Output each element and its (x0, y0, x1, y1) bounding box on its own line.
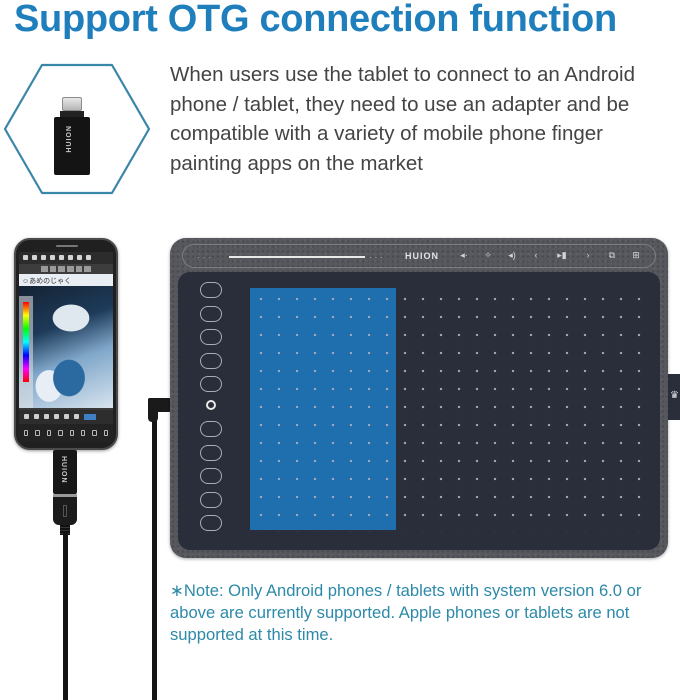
grid-icon[interactable]: ⊞ (632, 250, 640, 260)
otg-adapter-connected: HUION (52, 450, 78, 535)
usb-cable-tablet (152, 410, 157, 700)
transform-icon (74, 414, 79, 419)
tablet-top-control-bar: ··· ··· HUION ◂· ✧ ◂) ‹ ▸▮ › ⧉ ⊞ (182, 244, 656, 268)
brush-icon (23, 255, 28, 260)
dot-grid-surface (250, 288, 650, 532)
lasso-icon (58, 430, 63, 436)
express-key-5[interactable] (200, 376, 222, 393)
page-title: Support OTG connection function (14, 0, 617, 40)
phone-speaker (56, 245, 78, 247)
tablet-brand-logo: HUION (405, 251, 439, 261)
tool-icon (49, 266, 57, 272)
fill-icon (59, 255, 64, 260)
express-keys (200, 282, 222, 539)
pencil-icon (54, 414, 59, 419)
express-key-8[interactable] (200, 468, 222, 485)
volume-down-icon[interactable]: ◂· (460, 250, 468, 260)
volume-up-icon[interactable]: ◂) (508, 250, 516, 260)
express-key-4[interactable] (200, 352, 222, 369)
usb-a-plug (53, 497, 77, 525)
otg-brand-label: HUION (60, 456, 67, 484)
tool-icon (41, 266, 48, 272)
compatibility-note: ∗Note: Only Android phones / tablets wit… (170, 581, 642, 644)
next-icon[interactable]: › (586, 250, 590, 260)
layers-icon (24, 430, 29, 436)
pen-icon (44, 414, 49, 419)
micro-usb-plug (62, 97, 82, 111)
painting-app-subtoolbar (19, 264, 113, 274)
tool-icon (67, 266, 74, 272)
blue-tab-icon (84, 414, 96, 420)
express-key-6[interactable] (200, 420, 222, 437)
redo-icon (34, 414, 39, 419)
anime-artwork-canvas (19, 286, 113, 408)
square-icon (46, 430, 52, 436)
dots-decoration: ··· (369, 253, 386, 262)
comment-icon (80, 430, 86, 436)
hexagon-outline-icon (3, 63, 151, 195)
indicator-light-icon (206, 399, 216, 410)
express-key-7[interactable] (200, 444, 222, 461)
description-text: When users use the tablet to connect to … (170, 63, 635, 175)
color-spectrum-slider (23, 302, 29, 382)
otg-adapter-icon: HUION (54, 97, 90, 177)
move-icon (50, 255, 55, 260)
brush-icon (69, 430, 74, 436)
menu-icon (86, 255, 91, 260)
tool-icon (84, 266, 92, 272)
layer-icon (77, 255, 82, 260)
painting-app-toolbar (19, 252, 113, 264)
adapter-neck (60, 111, 84, 117)
painting-app-nav-bar (19, 424, 113, 442)
tool-icon (58, 266, 66, 272)
undo-icon (24, 414, 29, 419)
express-key-10[interactable] (200, 515, 222, 532)
express-key-9[interactable] (200, 491, 222, 508)
usb-cable-phone (63, 532, 68, 700)
express-key-1[interactable] (200, 282, 222, 298)
express-key-3[interactable] (200, 329, 222, 346)
eraser-icon (32, 255, 37, 260)
adapter-hexagon-badge: HUION (2, 62, 152, 196)
eyedropper-icon (64, 414, 69, 419)
select-icon (41, 255, 46, 260)
huion-drawing-tablet: ··· ··· HUION ◂· ✧ ◂) ‹ ▸▮ › ⧉ ⊞ ♛ (170, 238, 680, 558)
otg-adapter-body: HUION (53, 450, 77, 494)
screen-switch-icon[interactable]: ⧉ (608, 250, 616, 260)
adapter-brand-label: HUION (66, 125, 73, 153)
adapter-body: HUION (54, 117, 90, 175)
android-phone: ☺あめのじゃく (14, 238, 118, 450)
usb-symbol-icon (63, 505, 67, 517)
otg-adapter-ring (53, 494, 77, 497)
menu-icon (103, 430, 108, 436)
chat-icon (92, 430, 97, 436)
previous-icon[interactable]: ‹ (534, 250, 538, 260)
phone-screen: ☺あめのじゃく (19, 252, 113, 442)
tool-icon (75, 266, 83, 272)
app-canvas-title: ☺あめのじゃく (19, 274, 113, 286)
dots-decoration: ··· (197, 253, 214, 262)
brightness-icon[interactable]: ✧ (484, 250, 492, 260)
grid-icon (35, 430, 40, 436)
cable-plug-head (148, 398, 172, 412)
touch-slider[interactable] (229, 256, 365, 258)
tablet-work-surface (178, 272, 660, 550)
express-key-2[interactable] (200, 305, 222, 322)
play-pause-icon[interactable]: ▸▮ (557, 250, 567, 260)
bucket-icon (68, 255, 73, 260)
tablet-side-tag: ♛ (668, 374, 680, 420)
cable-strain-relief (60, 525, 70, 535)
painting-app-bottom-toolbar (19, 410, 113, 424)
crown-logo-icon: ♛ (670, 390, 679, 401)
